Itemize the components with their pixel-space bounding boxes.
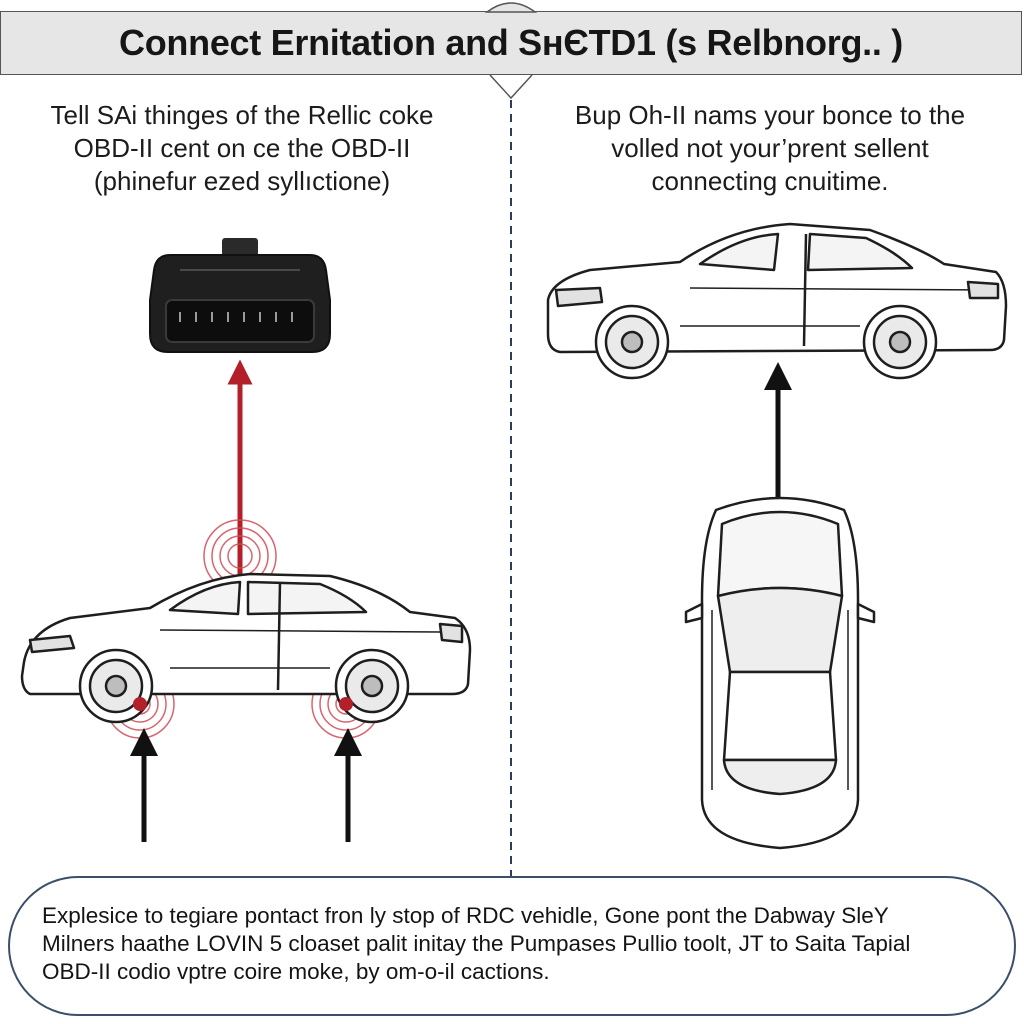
up-arrow-icon: [764, 362, 792, 506]
footer-note-box: Explesice to tegiare pontact fron ly sto…: [8, 876, 1016, 1016]
page-title: Connect Ernitation and SнЄTD1 (s Relbnor…: [119, 22, 903, 63]
footer-line: OBD-II codio vptre coire moke, by om-o-i…: [42, 959, 550, 984]
left-caption-line: Tell SAi thinges of the Rellic coke: [50, 100, 434, 130]
sedan-side-icon: [20, 572, 472, 724]
connection-point-icon: [339, 697, 353, 711]
footer-line: Explesice to tegiare pontact fron ly sto…: [42, 903, 889, 928]
sedan-top-icon: [684, 496, 876, 850]
left-caption-line: (phinefur ezed syllıctione): [93, 166, 391, 196]
left-caption-line: OBD-II cent on ce the OBD-II: [73, 133, 411, 163]
obd-connector-icon: [149, 238, 331, 353]
right-caption-line: volled not your’prent sellent: [611, 133, 929, 163]
right-caption: Bup Oh-II nams your bonce to the volled …: [520, 99, 1020, 198]
up-arrow-icon: [130, 728, 158, 842]
left-caption: Tell SAi thinges of the Rellic coke OBD-…: [0, 99, 484, 198]
banner-notch: [484, 2, 538, 13]
footer-line: Milners haathe LOVIN 5 cloaset palit ini…: [42, 931, 911, 956]
right-caption-line: Bup Oh-II nams your bonce to the: [574, 100, 966, 130]
banner-notch-bottom: [489, 74, 533, 100]
footer-text: Explesice to tegiare pontact fron ly sto…: [42, 902, 992, 986]
connection-point-icon: [133, 697, 147, 711]
sedan-side-icon: [546, 222, 1008, 380]
title-banner: Connect Ernitation and SнЄTD1 (s Relbnor…: [0, 11, 1022, 75]
right-caption-line: connecting cnuitime.: [651, 166, 889, 196]
up-arrow-icon: [334, 728, 362, 842]
